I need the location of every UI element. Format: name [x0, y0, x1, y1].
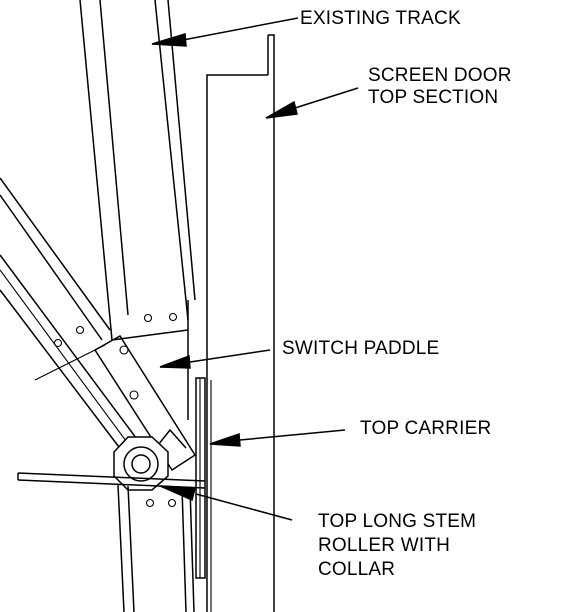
- callout-leaders: [151, 17, 359, 521]
- lower-channel: [117, 484, 195, 612]
- top-carrier: [195, 377, 206, 579]
- switch-paddle-label: SWITCH PADDLE: [282, 338, 440, 359]
- existing-track-label: EXISTING TRACK: [300, 8, 461, 29]
- long-stem-roller: [17, 436, 206, 491]
- top-long-stem-roller-label: TOP LONG STEM ROLLER WITH COLLAR: [318, 511, 477, 580]
- screen-door-top-section: [206, 34, 275, 612]
- top-carrier-label: TOP CARRIER: [360, 418, 492, 439]
- switch-paddle-arm: [0, 177, 197, 472]
- existing-track: [79, 0, 196, 420]
- screen-door-top-section-label: SCREEN DOOR TOP SECTION: [368, 65, 512, 108]
